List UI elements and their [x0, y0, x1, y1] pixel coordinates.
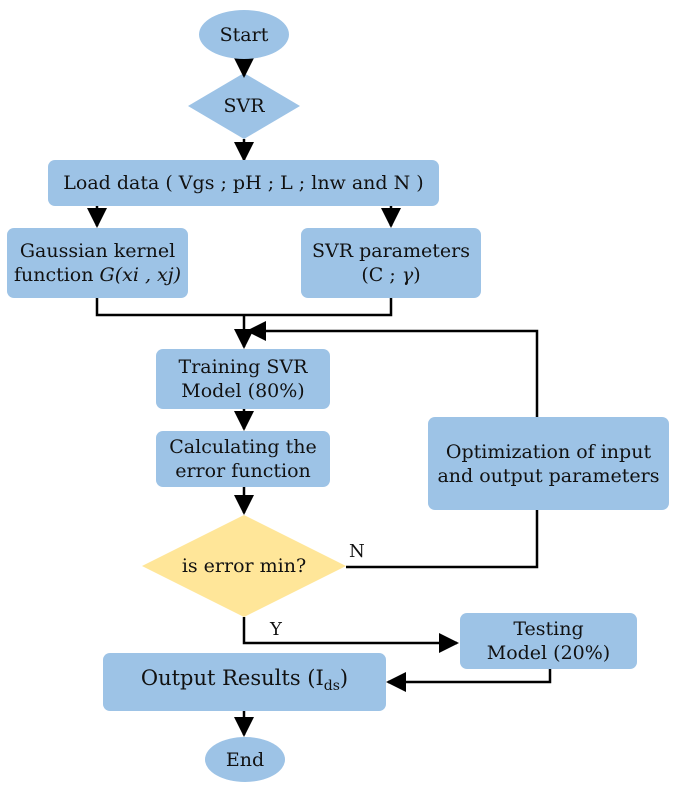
output-suffix: ) — [339, 665, 349, 690]
end-node: End — [205, 737, 285, 782]
no-label: N — [349, 541, 365, 562]
gamma-symbol: γ — [401, 264, 414, 286]
svr-diamond — [188, 73, 300, 139]
optimization-node: Optimization of input and output paramet… — [428, 417, 669, 510]
decision-node: is error min? — [142, 515, 346, 617]
testing-label: Testing Model (20%) — [486, 618, 611, 664]
gaussian-kernel-node: Gaussian kernel function G(xi , xj) — [7, 228, 188, 298]
svr-params-line2-prefix: (C ; — [361, 264, 402, 286]
no-line — [346, 510, 539, 569]
output-prefix: Output Results (I — [140, 665, 324, 690]
output-label: Output Results (Ids) — [141, 666, 348, 698]
arrow-yes-testing — [242, 617, 459, 653]
load-data-label: Load data ( Vgs ; pH ; L ; lnw and N ) — [63, 172, 424, 194]
decision-label: is error min? — [181, 555, 307, 577]
end-label: End — [225, 748, 265, 771]
yes-label: Y — [270, 619, 282, 640]
optimization-label: Optimization of input and output paramet… — [437, 440, 660, 487]
testing-node: Testing Model (20%) — [460, 613, 637, 669]
arrow-testing-output — [386, 669, 552, 692]
gaussian-line2: function G(xi , xj) — [14, 263, 181, 287]
arrow-optimization-training — [246, 321, 539, 417]
svr-node: SVR — [188, 73, 300, 139]
load-data-node: Load data ( Vgs ; pH ; L ; lnw and N ) — [48, 160, 439, 206]
gaussian-line2-prefix: function — [13, 264, 100, 286]
svr-params-line1: SVR parameters — [312, 240, 470, 262]
start-label: Start — [219, 23, 269, 46]
svr-parameters-node: SVR parameters (C ; γ) — [301, 228, 481, 298]
output-results-node: Output Results (Ids) — [103, 653, 386, 711]
training-label: Training SVR Model (80%) — [178, 356, 308, 402]
start-node: Start — [199, 10, 289, 59]
calculating-label: Calculating the error function — [169, 436, 317, 482]
training-node: Training SVR Model (80%) — [156, 349, 330, 409]
decision-diamond — [142, 515, 346, 617]
svr-params-line2-suffix: ) — [413, 264, 421, 286]
gaussian-formula: G(xi , xj) — [99, 264, 182, 286]
calculating-error-node: Calculating the error function — [156, 431, 330, 487]
output-subscript: ds — [323, 678, 340, 695]
gaussian-line1: Gaussian kernel — [19, 240, 176, 262]
merge-line — [95, 298, 393, 317]
svr-label: SVR — [223, 95, 265, 117]
svr-params-line2: (C ; γ) — [361, 263, 420, 287]
